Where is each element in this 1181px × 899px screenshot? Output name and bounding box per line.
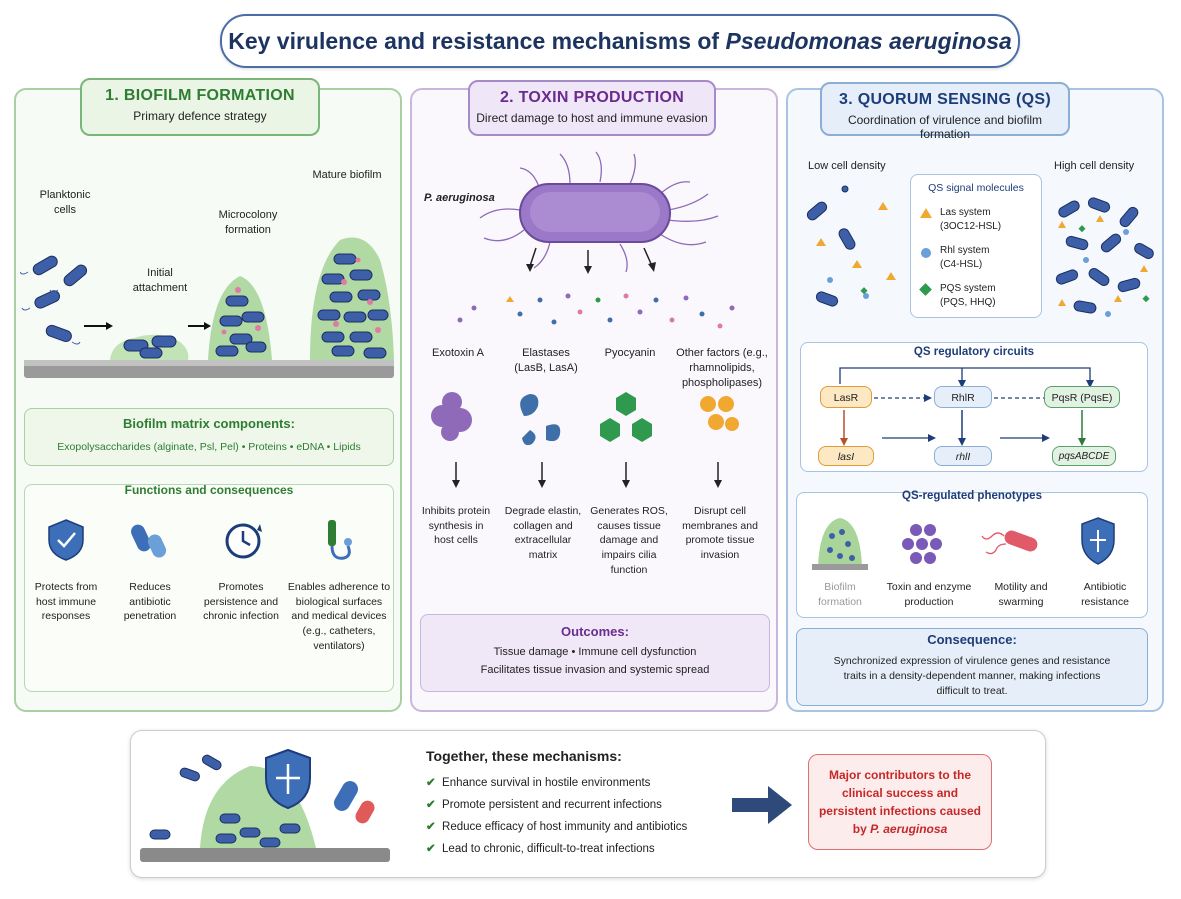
circuits-title: QS regulatory circuits <box>913 346 1035 358</box>
stage-microcolony: Microcolony formation <box>218 209 278 236</box>
organism-label: P. aeruginosa <box>424 192 495 204</box>
phenotype-icons <box>812 517 1115 570</box>
lasr-node: LasR <box>820 386 872 408</box>
phenotype-4: Antibiotic resistance <box>1081 581 1129 608</box>
biofilm-phenotype-icon <box>812 518 868 570</box>
phenotypes-title: QS-regulated phenotypes <box>902 490 1042 502</box>
consequence-title: Consequence: <box>927 632 1017 647</box>
qs-subheading: Coordination of virulence and biofilm fo… <box>847 113 1043 141</box>
stage-mature: Mature biofilm <box>312 169 382 181</box>
summary-title: Together, these mechanisms: <box>426 748 622 764</box>
legend-title: QS signal molecules <box>928 182 1024 194</box>
toxin-name-2: Elastases (LasB, LasA) <box>514 347 578 374</box>
stage-attachment: Initial attachment <box>132 267 188 294</box>
legend-item-pqs: PQS system(PQS, HHQ) <box>940 283 996 308</box>
cell-density-illustration <box>806 185 1154 317</box>
summary-illustration <box>140 748 390 862</box>
pyocyanin-icon <box>600 392 652 442</box>
circle-icon <box>921 248 931 258</box>
check-icon: ✔ <box>426 821 436 833</box>
biofilm-heading: 1. BIOFILM FORMATION <box>105 87 295 104</box>
check-icon: ✔ <box>426 843 436 855</box>
summary-item-1: ✔ Enhance survival in hostile environmen… <box>426 777 651 789</box>
matrix-box <box>24 408 394 466</box>
toxin-subheading: Direct damage to host and immune evasion <box>476 111 708 125</box>
toxin-phenotype-icon <box>902 524 942 564</box>
legend-item-las: Las system(3OC12-HSL) <box>940 207 1002 232</box>
phenotype-2: Toxin and enzyme production <box>886 581 972 608</box>
matrix-items: Exopolysaccharides (alginate, Psl, Pel) … <box>57 441 361 453</box>
functions-title: Functions and consequences <box>124 483 294 497</box>
clock-icon <box>225 523 262 559</box>
toxin-header: 2. TOXIN PRODUCTION Direct damage to hos… <box>468 80 716 136</box>
triangle-icon <box>920 208 932 218</box>
diamond-icon <box>919 283 932 296</box>
summary-item-3: ✔ Reduce efficacy of host immunity and a… <box>426 821 688 833</box>
rhlr-node: RhlR <box>934 386 992 408</box>
signal-legend <box>910 174 1042 318</box>
summary-item-2: ✔ Promote persistent and recurrent infec… <box>426 799 662 811</box>
check-icon: ✔ <box>426 777 436 789</box>
title-italic: Pseudomonas aeruginosa <box>725 27 1012 54</box>
toxin-name-1: Exotoxin A <box>432 347 484 359</box>
legend-markers <box>919 208 932 296</box>
elastase-icon <box>520 394 561 446</box>
capsule-icon <box>131 524 167 558</box>
pqsr-node: PqsR (PqsE) <box>1044 386 1120 408</box>
outcomes-line-1: Tissue damage • Immune cell dysfunction <box>493 646 697 658</box>
circuit-diagram <box>839 367 1094 446</box>
motility-icon <box>981 530 1038 555</box>
function-4: Enables adherence to biological surfaces… <box>287 581 391 652</box>
toxin-effect-3: Generates ROS, causes tissue damage and … <box>590 505 668 576</box>
toxin-name-3: Pyocyanin <box>604 347 656 359</box>
summary-list: ✔ Enhance survival in hostile environmen… <box>426 772 687 860</box>
low-density-label: Low cell density <box>808 160 886 172</box>
biofilm-stages-illustration <box>20 237 394 378</box>
other-factors-icon <box>700 396 739 431</box>
functions-box <box>24 484 394 692</box>
bacterium-illustration <box>457 151 735 329</box>
function-3: Promotes persistence and chronic infecti… <box>203 581 279 623</box>
page-title: Key virulence and resistance mechanisms … <box>220 14 1020 68</box>
resistance-shield-icon <box>1081 517 1115 565</box>
conclusion-text: Major contributors to the clinical succe… <box>818 768 982 836</box>
toxin-effect-2: Degrade elastin, collagen and extracellu… <box>504 505 582 562</box>
toxin-effect-4: Disrupt cell membranes and promote tissu… <box>682 505 758 562</box>
catheter-icon <box>328 520 352 560</box>
summary-item-4: ✔ Lead to chronic, difficult-to-treat in… <box>426 843 655 855</box>
stage-planktonic: Planktonic cells <box>39 189 91 216</box>
shield-icon <box>48 519 84 561</box>
conclusion-box <box>808 754 992 850</box>
outcomes-title: Outcomes: <box>561 624 629 639</box>
check-icon: ✔ <box>426 799 436 811</box>
toxin-name-4: Other factors (e.g., rhamnolipids, phosp… <box>676 347 768 389</box>
toxin-effect-1: Inhibits protein synthesis in host cells <box>421 505 491 547</box>
qs-heading: 3. QUORUM SENSING (QS) <box>839 91 1051 108</box>
toxin-icons <box>431 392 739 488</box>
consequence-text: Synchronized expression of virulence gen… <box>833 655 1111 698</box>
biofilm-subheading: Primary defence strategy <box>133 109 267 123</box>
outcomes-line-2: Facilitates tissue invasion and systemic… <box>480 664 710 676</box>
legend-item-rhl: Rhl system(C4-HSL) <box>940 245 990 270</box>
rhli-node: rhlI <box>934 446 992 466</box>
arrow-right-icon <box>732 786 792 824</box>
phenotype-1: Biofilm formation <box>818 581 862 608</box>
title-prefix: Key virulence and resistance mechanisms … <box>228 27 720 54</box>
high-density-label: High cell density <box>1054 160 1135 172</box>
lasi-node: lasI <box>818 446 874 466</box>
consequence-box <box>796 628 1148 706</box>
phenotype-3: Motility and swarming <box>994 581 1048 608</box>
exotoxin-icon <box>431 392 472 441</box>
outcomes-box <box>420 614 770 692</box>
matrix-title: Biofilm matrix components: <box>123 416 295 431</box>
qs-header: 3. QUORUM SENSING (QS) Coordination of v… <box>820 82 1070 141</box>
toxin-heading: 2. TOXIN PRODUCTION <box>499 89 685 106</box>
biofilm-header: 1. BIOFILM FORMATION Primary defence str… <box>80 78 320 136</box>
function-1: Protects from host immune responses <box>34 581 98 623</box>
pqs-operon-node: pqsABCDE <box>1052 446 1116 466</box>
function-2: Reduces antibiotic penetration <box>123 581 177 623</box>
